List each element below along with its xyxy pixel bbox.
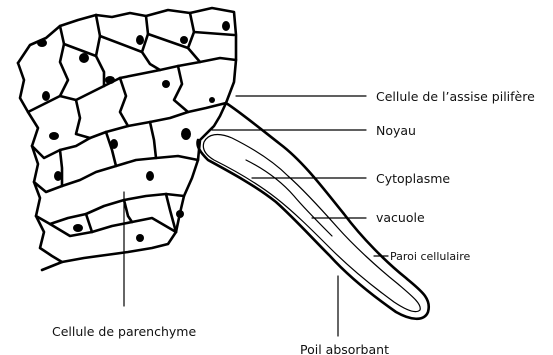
cell-nuclei — [37, 21, 230, 242]
label-poil-absorbant: Poil absorbant — [300, 342, 389, 355]
label-noyau: Noyau — [376, 123, 416, 138]
leader-lines — [124, 96, 388, 336]
label-paroi-cellulaire: Paroi cellulaire — [390, 250, 470, 263]
label-assise-pilifere: Cellule de l’assise pilifère — [376, 89, 535, 104]
label-vacuole: vacuole — [376, 210, 425, 225]
label-cytoplasme: Cytoplasme — [376, 171, 450, 186]
label-parenchyme: Cellule de parenchyme — [52, 324, 196, 339]
